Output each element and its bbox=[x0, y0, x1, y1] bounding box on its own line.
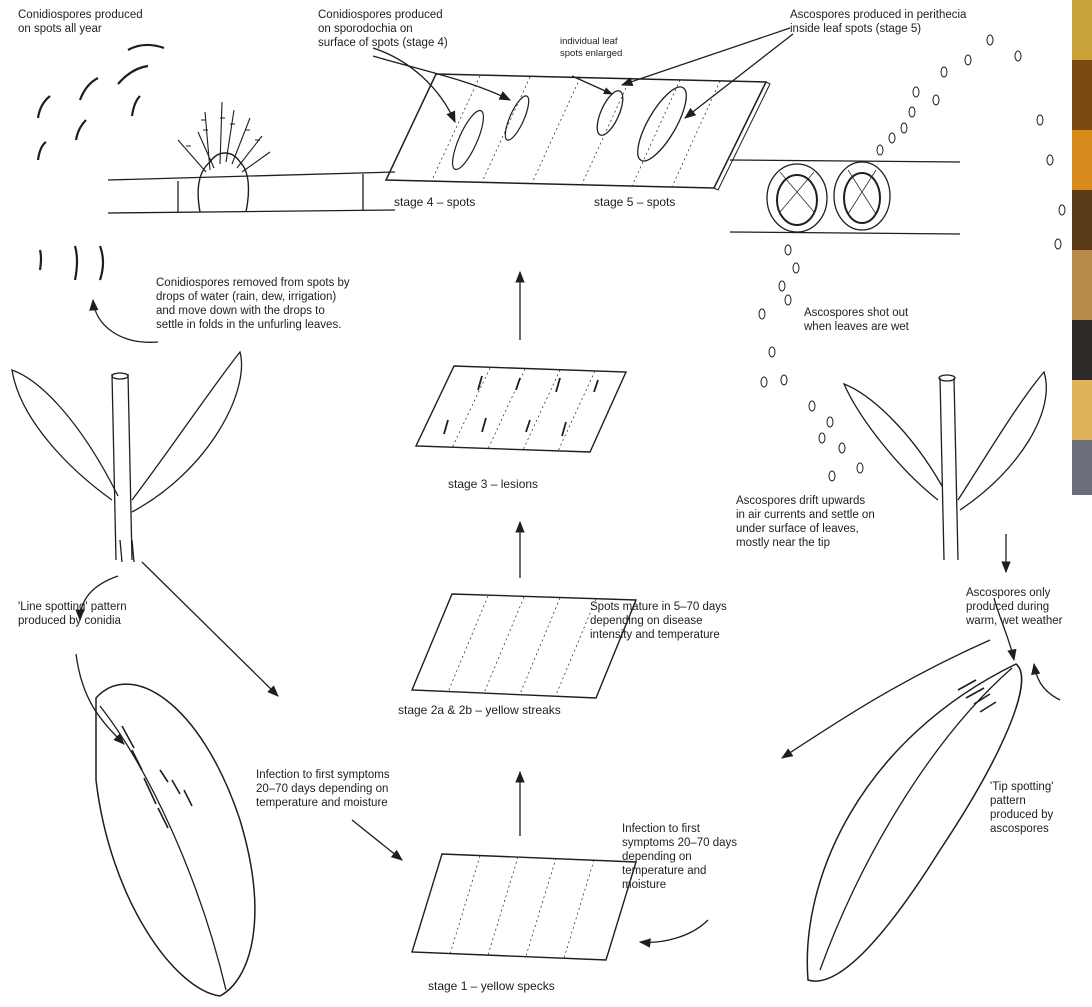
label-infection-left: Infection to first symptoms 20–70 days d… bbox=[256, 768, 390, 810]
ascospores bbox=[759, 35, 1065, 481]
line-spotting-leaf bbox=[96, 684, 255, 996]
label-stage-4: stage 4 – spots bbox=[394, 194, 475, 211]
label-infection-right: Infection to first symptoms 20–70 days d… bbox=[622, 822, 737, 892]
perithecia-drawing bbox=[730, 160, 960, 234]
label-ascospores-only: Ascospores only produced during warm, we… bbox=[966, 586, 1063, 628]
label-stage-2: stage 2a & 2b – yellow streaks bbox=[398, 702, 561, 719]
stage3-leaf-panel bbox=[416, 366, 626, 452]
label-line-spotting: 'Line spotting' pattern produced by coni… bbox=[18, 600, 127, 628]
label-stage-3: stage 3 – lesions bbox=[448, 476, 538, 493]
label-spots-mature: Spots mature in 5–70 days depending on d… bbox=[590, 600, 727, 642]
conidia-spores bbox=[38, 45, 164, 280]
conidiophore-drawing bbox=[108, 102, 395, 213]
label-stage-1: stage 1 – yellow specks bbox=[428, 978, 555, 995]
label-stage-5: stage 5 – spots bbox=[594, 194, 675, 211]
label-conidiospores-removed: Conidiospores removed from spots by drop… bbox=[156, 276, 350, 332]
label-tip-spotting: 'Tip spotting' pattern produced by ascos… bbox=[990, 780, 1053, 836]
label-conidiospores-sporodochia: Conidiospores produced on sporodochia on… bbox=[318, 8, 448, 50]
stage4-5-leaf-panel bbox=[386, 74, 770, 190]
label-ascospores-drift: Ascospores drift upwards in air currents… bbox=[736, 494, 875, 550]
label-conidiospores-all-year: Conidiospores produced on spots all year bbox=[18, 8, 143, 36]
left-banana-plant bbox=[12, 352, 242, 562]
stage1-leaf-panel bbox=[412, 854, 636, 960]
label-ascospores-shot: Ascospores shot out when leaves are wet bbox=[804, 306, 909, 334]
label-individual-spots: individual leaf spots enlarged bbox=[560, 36, 622, 60]
label-ascospores-perithecia: Ascospores produced in perithecia inside… bbox=[790, 8, 966, 36]
photo-strip bbox=[1072, 0, 1092, 495]
